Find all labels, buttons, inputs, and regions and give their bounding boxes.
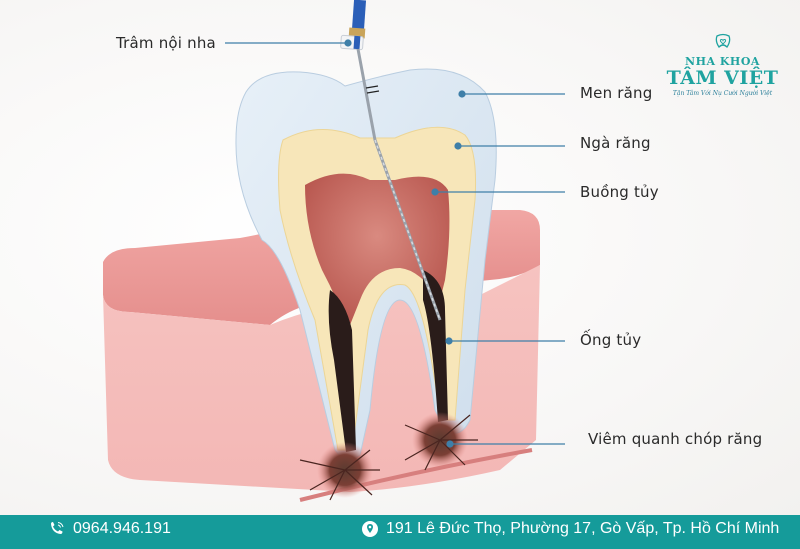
label-endodontic-file: Trâm nội nha (116, 34, 216, 52)
tooth-cross-section-illustration (103, 0, 565, 502)
phone-contact[interactable]: 0964.946.191 (48, 520, 171, 538)
brand-line1: NHA KHOA (685, 55, 760, 68)
phone-number[interactable]: 0964.946.191 (73, 520, 171, 537)
map-pin-icon (362, 521, 378, 537)
illustration-area: Trâm nội nha Men răng Ngà răng Buồng tủy… (0, 0, 800, 515)
label-dentin: Ngà răng (580, 134, 651, 152)
tooth-heart-icon (715, 33, 730, 49)
pulp-chamber (305, 173, 450, 330)
brand-logo: NHA KHOA TÂM VIỆT Tận Tâm Với Nụ Cười Ng… (655, 33, 790, 97)
address-text: 191 Lê Đức Thọ, Phường 17, Gò Vấp, Tp. H… (386, 520, 780, 537)
contact-footer: 0964.946.191 191 Lê Đức Thọ, Phường 17, … (0, 515, 800, 549)
root-canal-left (328, 290, 356, 452)
address-contact[interactable]: 191 Lê Đức Thọ, Phường 17, Gò Vấp, Tp. H… (361, 520, 779, 538)
label-pulp-chamber: Buồng tủy (580, 183, 659, 201)
label-root-canal: Ống tủy (580, 331, 642, 349)
label-periapical-inflammation: Viêm quanh chóp răng (588, 430, 763, 448)
label-enamel: Men răng (580, 84, 653, 102)
root-canal-right (423, 270, 448, 422)
brand-name: TÂM VIỆT (666, 67, 779, 89)
phone-icon (51, 522, 64, 534)
brand-tagline: Tận Tâm Với Nụ Cười Người Việt (672, 90, 773, 97)
